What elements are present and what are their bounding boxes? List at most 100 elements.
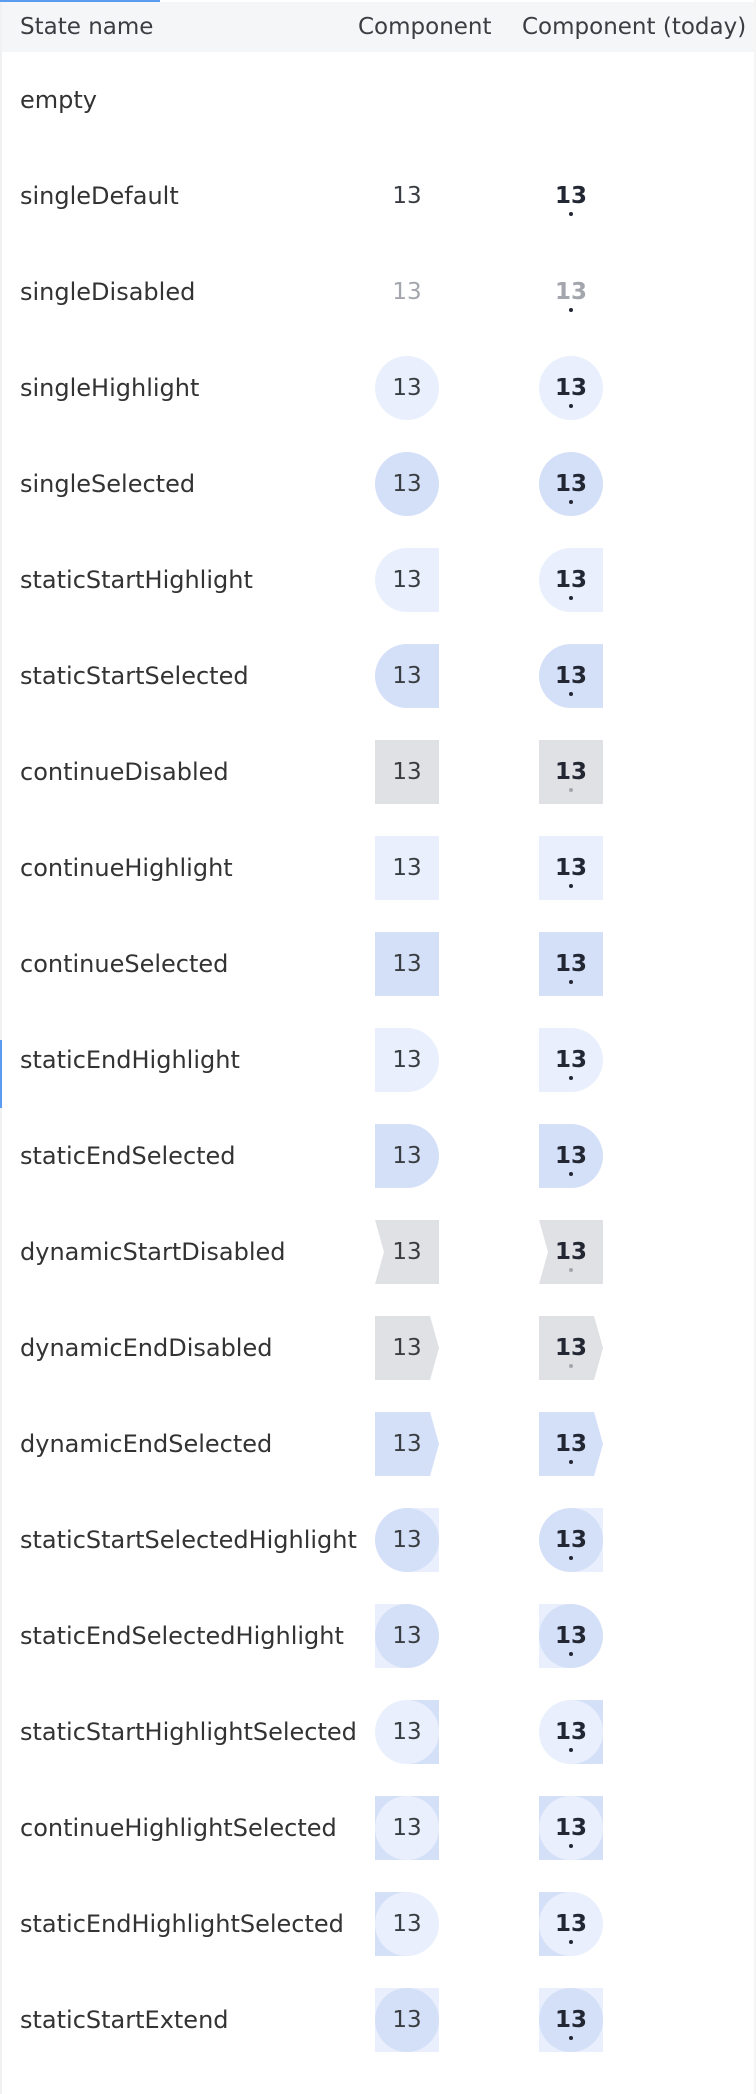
- day-cell-component[interactable]: 13: [375, 1796, 439, 1860]
- day-number: 13: [554, 855, 587, 881]
- day-number: 13: [554, 375, 587, 401]
- day-number: 13: [392, 1431, 422, 1457]
- table-row: empty: [2, 52, 754, 148]
- day-cell-component-today[interactable]: 13: [539, 164, 603, 228]
- day-cell-component-today[interactable]: 13: [539, 1028, 603, 1092]
- scroll-focus-indicator: [0, 1040, 2, 1108]
- day-cell-component[interactable]: 13: [375, 548, 439, 612]
- day-cell-component-today[interactable]: 13: [539, 1700, 603, 1764]
- day-cell-component[interactable]: 13: [375, 1028, 439, 1092]
- today-dot-icon: [569, 1364, 573, 1368]
- day-cell-component-today[interactable]: 13: [539, 1316, 603, 1380]
- day-cell-component-today[interactable]: 13: [539, 1508, 603, 1572]
- table-row: staticEndHighlight 13 13: [2, 1012, 754, 1108]
- state-name-label: dynamicStartDisabled: [20, 1238, 286, 1266]
- day-cell-component[interactable]: 13: [375, 1700, 439, 1764]
- day-cell-component[interactable]: 13: [375, 836, 439, 900]
- day-number: 13: [554, 1239, 587, 1265]
- day-cell-component-today[interactable]: 13: [539, 1892, 603, 1956]
- day-cell-component-today[interactable]: 13: [539, 932, 603, 996]
- day-number: 13: [554, 567, 587, 593]
- day-number: 13: [392, 759, 422, 785]
- day-number: 13: [554, 1911, 587, 1937]
- day-cell-component-today[interactable]: 13: [539, 740, 603, 804]
- today-dot-icon: [569, 1460, 573, 1464]
- day-cell-component[interactable]: 13: [375, 740, 439, 804]
- day-cell-component[interactable]: 13: [375, 452, 439, 516]
- state-name-label: staticStartSelectedHighlight: [20, 1526, 357, 1554]
- day-cell-component[interactable]: 13: [375, 1220, 439, 1284]
- day-cell-component[interactable]: 13: [375, 356, 439, 420]
- day-number: 13: [392, 183, 422, 209]
- active-tab-indicator: [0, 0, 160, 2]
- day-cell-component[interactable]: 13: [375, 1316, 439, 1380]
- state-name-label: continueDisabled: [20, 758, 229, 786]
- day-cell-component-today[interactable]: 13: [539, 1796, 603, 1860]
- day-cell-component[interactable]: 13: [375, 164, 439, 228]
- day-number: 13: [554, 1431, 587, 1457]
- day-cell-component[interactable]: 13: [375, 260, 439, 324]
- state-name-label: dynamicEndDisabled: [20, 1334, 273, 1362]
- day-number: 13: [392, 1623, 422, 1649]
- day-cell-component[interactable]: 13: [375, 1124, 439, 1188]
- day-cell-component-today[interactable]: 13: [539, 548, 603, 612]
- column-header-component: Component: [358, 14, 492, 40]
- column-header-component-today: Component (today): [522, 14, 747, 40]
- day-number: 13: [554, 2007, 587, 2033]
- table-row: continueDisabled 13 13: [2, 724, 754, 820]
- state-name-label: staticStartHighlightSelected: [20, 1718, 357, 1746]
- day-cell-component-today[interactable]: 13: [539, 1988, 603, 2052]
- day-cell-component-today[interactable]: 13: [539, 452, 603, 516]
- today-dot-icon: [569, 1556, 573, 1560]
- day-number: 13: [554, 1335, 587, 1361]
- table-row: dynamicStartDisabled 13 13: [2, 1204, 754, 1300]
- day-cell-component[interactable]: 13: [375, 1988, 439, 2052]
- state-name-label: empty: [20, 86, 97, 114]
- day-cell-component-today[interactable]: 13: [539, 644, 603, 708]
- today-dot-icon: [569, 692, 573, 696]
- day-cell-component[interactable]: 13: [375, 932, 439, 996]
- day-cell-component[interactable]: 13: [375, 1508, 439, 1572]
- day-cell-component[interactable]: 13: [375, 1412, 439, 1476]
- day-number: 13: [392, 1815, 422, 1841]
- day-cell-component-today[interactable]: 13: [539, 260, 603, 324]
- day-cell-component[interactable]: 13: [375, 644, 439, 708]
- day-number: 13: [392, 951, 422, 977]
- day-cell-component-today[interactable]: 13: [539, 1220, 603, 1284]
- day-number: 13: [392, 1143, 422, 1169]
- today-dot-icon: [569, 1940, 573, 1944]
- day-number: 13: [554, 951, 587, 977]
- day-number: 13: [392, 855, 422, 881]
- state-name-label: staticEndSelectedHighlight: [20, 1622, 344, 1650]
- table-row: dynamicEndSelected 13 13: [2, 1396, 754, 1492]
- today-dot-icon: [569, 500, 573, 504]
- day-cell-component-today[interactable]: 13: [539, 1124, 603, 1188]
- day-number: 13: [392, 279, 422, 305]
- table-header: State name Component Component (today): [2, 2, 754, 52]
- day-number: 13: [554, 1719, 587, 1745]
- day-cell-component[interactable]: 13: [375, 1604, 439, 1668]
- day-cell-component-today[interactable]: 13: [539, 1412, 603, 1476]
- state-name-label: continueHighlight: [20, 854, 233, 882]
- day-cell-component-today[interactable]: 13: [539, 356, 603, 420]
- today-dot-icon: [569, 1076, 573, 1080]
- day-number: 13: [554, 1815, 587, 1841]
- day-cell-component-today[interactable]: 13: [539, 1604, 603, 1668]
- state-name-label: dynamicEndSelected: [20, 1430, 273, 1458]
- today-dot-icon: [569, 596, 573, 600]
- day-number: 13: [392, 1047, 422, 1073]
- table-row: staticEndSelectedHighlight 13 13: [2, 1588, 754, 1684]
- day-number: 13: [392, 663, 422, 689]
- table-row: continueHighlight 13 13: [2, 820, 754, 916]
- table-row: staticStartHighlightSelected 13 13: [2, 1684, 754, 1780]
- day-cell-component[interactable]: 13: [375, 1892, 439, 1956]
- day-cell-component-today[interactable]: 13: [539, 836, 603, 900]
- day-number: 13: [554, 471, 587, 497]
- state-name-label: staticEndHighlight: [20, 1046, 240, 1074]
